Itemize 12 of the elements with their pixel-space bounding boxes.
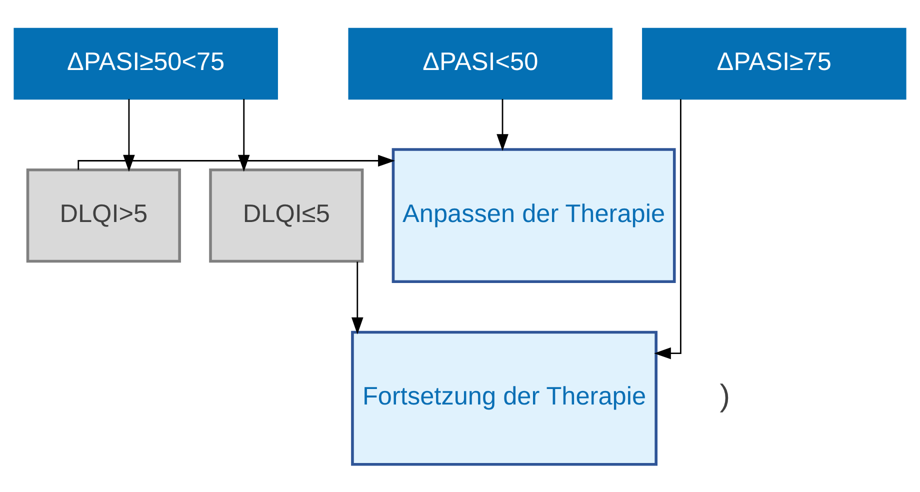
node-box: ΔPASI≥75 (642, 27, 906, 100)
node-box: Fortsetzung der Therapie (351, 330, 658, 466)
label: ) (720, 378, 730, 413)
arrow (78, 154, 395, 170)
arrow (496, 98, 508, 151)
node-box: ΔPASI≥50<75 (14, 27, 278, 100)
node-box: Anpassen der Therapie (392, 148, 676, 283)
node-box: DLQI>5 (26, 168, 181, 262)
node-box: DLQI≤5 (209, 168, 364, 262)
node-box: ΔPASI<50 (348, 27, 613, 100)
arrow (351, 261, 364, 334)
arrow (654, 98, 682, 359)
